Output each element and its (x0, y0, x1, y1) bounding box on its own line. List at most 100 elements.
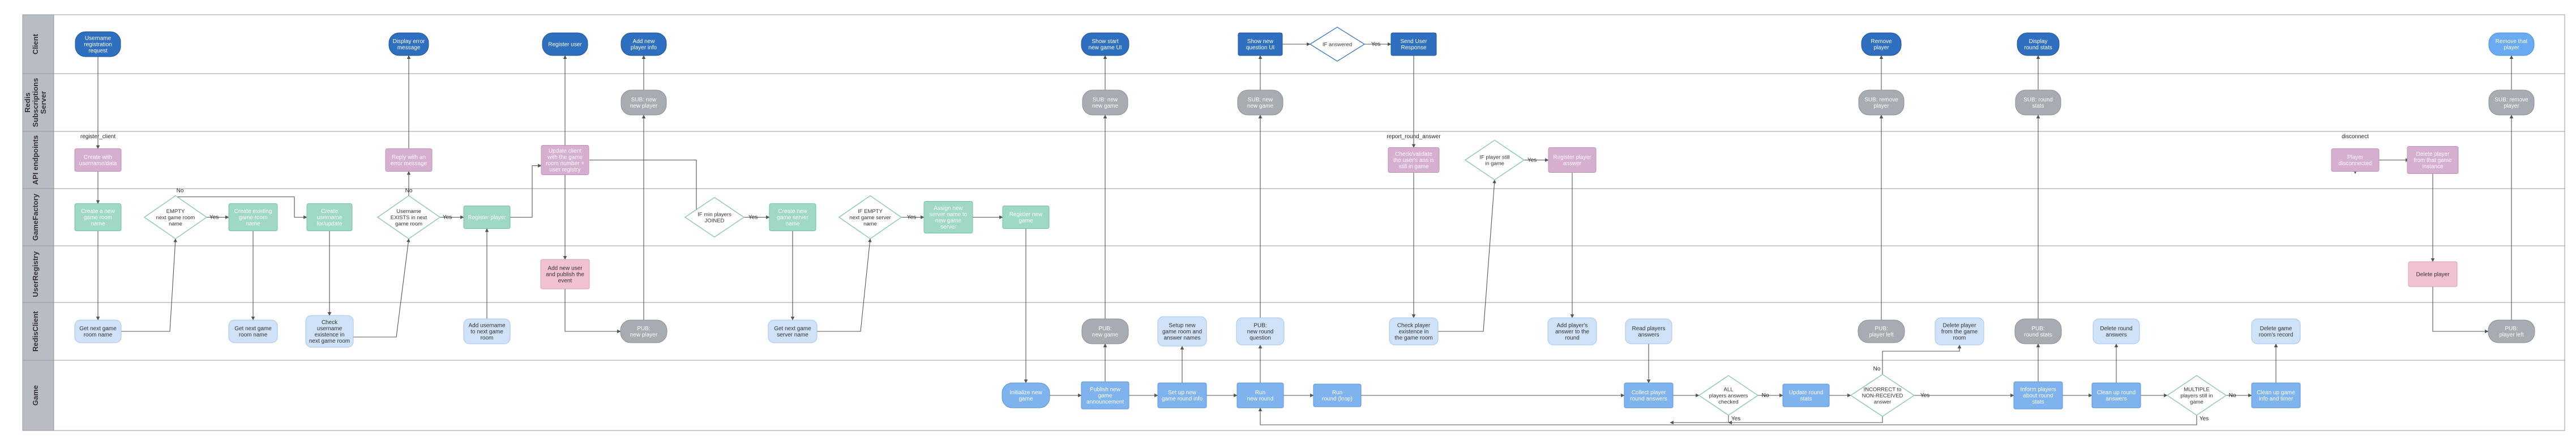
lane-title-gamefactory: GameFactory (31, 193, 40, 241)
decision-d-answered: IF answered (1309, 27, 1366, 62)
lane-title-api: API endpoints (31, 135, 40, 185)
node-text: PUB:player left (2499, 326, 2524, 338)
edge (121, 238, 177, 332)
node-rc-pub-left2: PUB:player left (2488, 319, 2535, 343)
lane-redis_pubsub (53, 73, 2565, 132)
label-report-round-answer: report_round_answer (1387, 134, 1441, 140)
label-no: No (1873, 366, 1881, 372)
edge (353, 238, 410, 338)
label-yes: Yes (907, 215, 916, 221)
lane-userregistry (53, 245, 2565, 303)
decision-text: IF answered (1323, 42, 1352, 48)
label-register-client: register_client (80, 134, 115, 140)
label-yes: Yes (443, 215, 452, 221)
node-rc-pub1: PUB:new player (620, 319, 667, 343)
edge (1882, 344, 1962, 374)
label-no: No (2229, 393, 2236, 399)
edge (1438, 179, 1496, 332)
label-no: No (177, 188, 184, 194)
label-disconnect: disconnect (2342, 134, 2369, 140)
label-yes: Yes (209, 215, 219, 221)
edge (510, 164, 542, 218)
node-text: PUB:round stats (2024, 326, 2052, 338)
lane-title-game: Game (31, 385, 40, 406)
lane-title-redisclient: RedisClient (31, 311, 40, 352)
lane-header-game (22, 360, 54, 431)
node-rc-pub-game: PUB:new game (1081, 318, 1129, 344)
label-yes: Yes (1731, 416, 1740, 422)
node-u-delete: Delete player (2408, 261, 2458, 287)
node-text: PUB:new game (1092, 326, 1119, 338)
lane-title-redis_pubsub: RedisSubscriptionsServer (23, 78, 48, 127)
node-c-regok: Register user (542, 32, 588, 56)
lane-header-redis_pubsub (22, 73, 54, 132)
label-no: No (405, 188, 413, 194)
node-text: PUB:new player (630, 326, 658, 338)
